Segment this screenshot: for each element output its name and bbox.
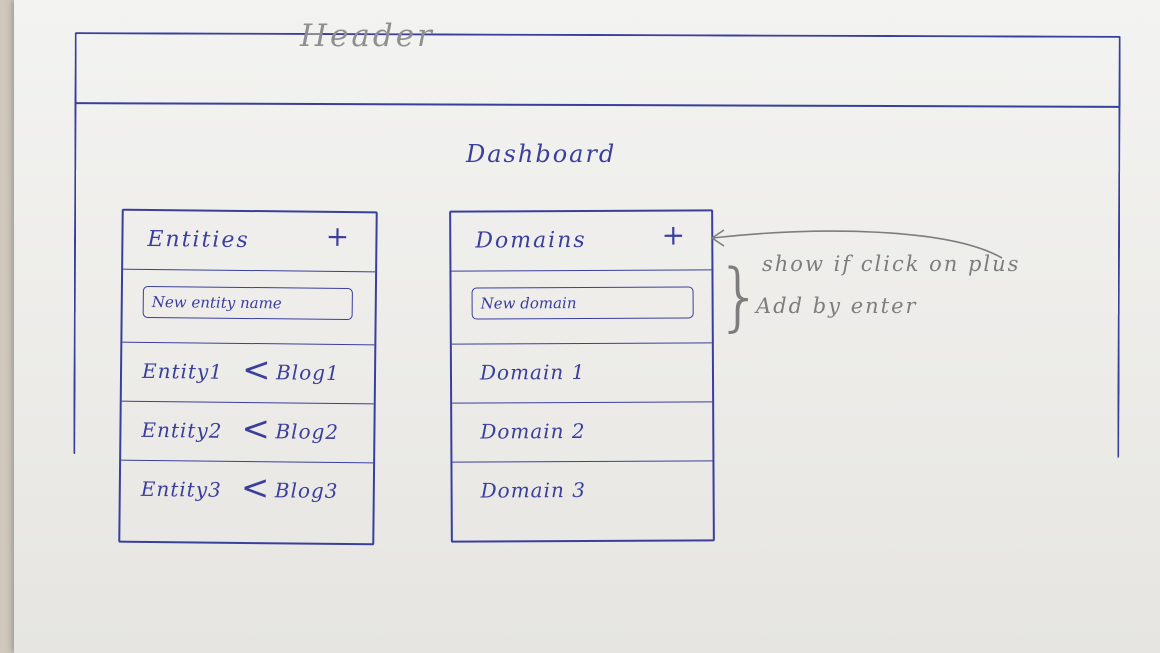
annotation-note: Add by enter: [756, 294, 918, 318]
new-domain-input[interactable]: [471, 286, 694, 320]
entity-blog: Blog1: [275, 360, 340, 385]
entity-name: Entity3: [140, 476, 222, 502]
domain-list-item[interactable]: Domain 2: [452, 402, 713, 463]
entity-blog: Blog2: [275, 419, 340, 444]
domain-name: Domain 1: [479, 359, 586, 385]
entity-list-item[interactable]: Entity1 < Blog1: [121, 342, 375, 405]
entity-blog: Blog3: [274, 478, 339, 503]
link-chevron-icon: <: [241, 408, 272, 450]
header-bar: [76, 34, 1119, 108]
entity-input-row: [122, 269, 376, 346]
page-title: Dashboard: [466, 140, 617, 168]
domain-name: Domain 2: [480, 418, 586, 444]
annotation-note: show if click on plus: [762, 252, 1021, 276]
link-chevron-icon: <: [240, 467, 271, 509]
domains-panel: Domains + Domain 1 Domain 2 Domain 3: [449, 209, 715, 543]
domains-panel-header: Domains +: [451, 211, 712, 272]
entities-panel-header: Entities +: [123, 210, 376, 273]
paper-sheet: [14, 0, 1160, 653]
header-title: Header: [300, 18, 435, 54]
domain-list-item[interactable]: Domain 1: [451, 343, 713, 404]
add-entity-button[interactable]: +: [325, 219, 350, 254]
add-domain-button[interactable]: +: [661, 218, 686, 252]
entity-list-item[interactable]: Entity3 < Blog3: [121, 461, 374, 522]
domain-input-row: [451, 270, 712, 345]
annotation-brace-icon: }: [716, 254, 764, 340]
link-chevron-icon: <: [241, 349, 272, 391]
new-entity-input[interactable]: [142, 285, 353, 321]
entity-name: Entity1: [141, 358, 224, 384]
annotation-arrow-icon: [711, 229, 1003, 259]
domain-list-item[interactable]: Domain 3: [452, 461, 712, 520]
entity-list-item[interactable]: Entity2 < Blog2: [121, 401, 374, 464]
entities-panel: Entities + Entity1 < Blog1 Entity2 < Blo…: [118, 208, 378, 546]
entities-title: Entities: [147, 226, 250, 254]
domains-title: Domains: [475, 227, 587, 254]
entity-name: Entity2: [141, 417, 223, 443]
domain-name: Domain 3: [480, 477, 586, 503]
